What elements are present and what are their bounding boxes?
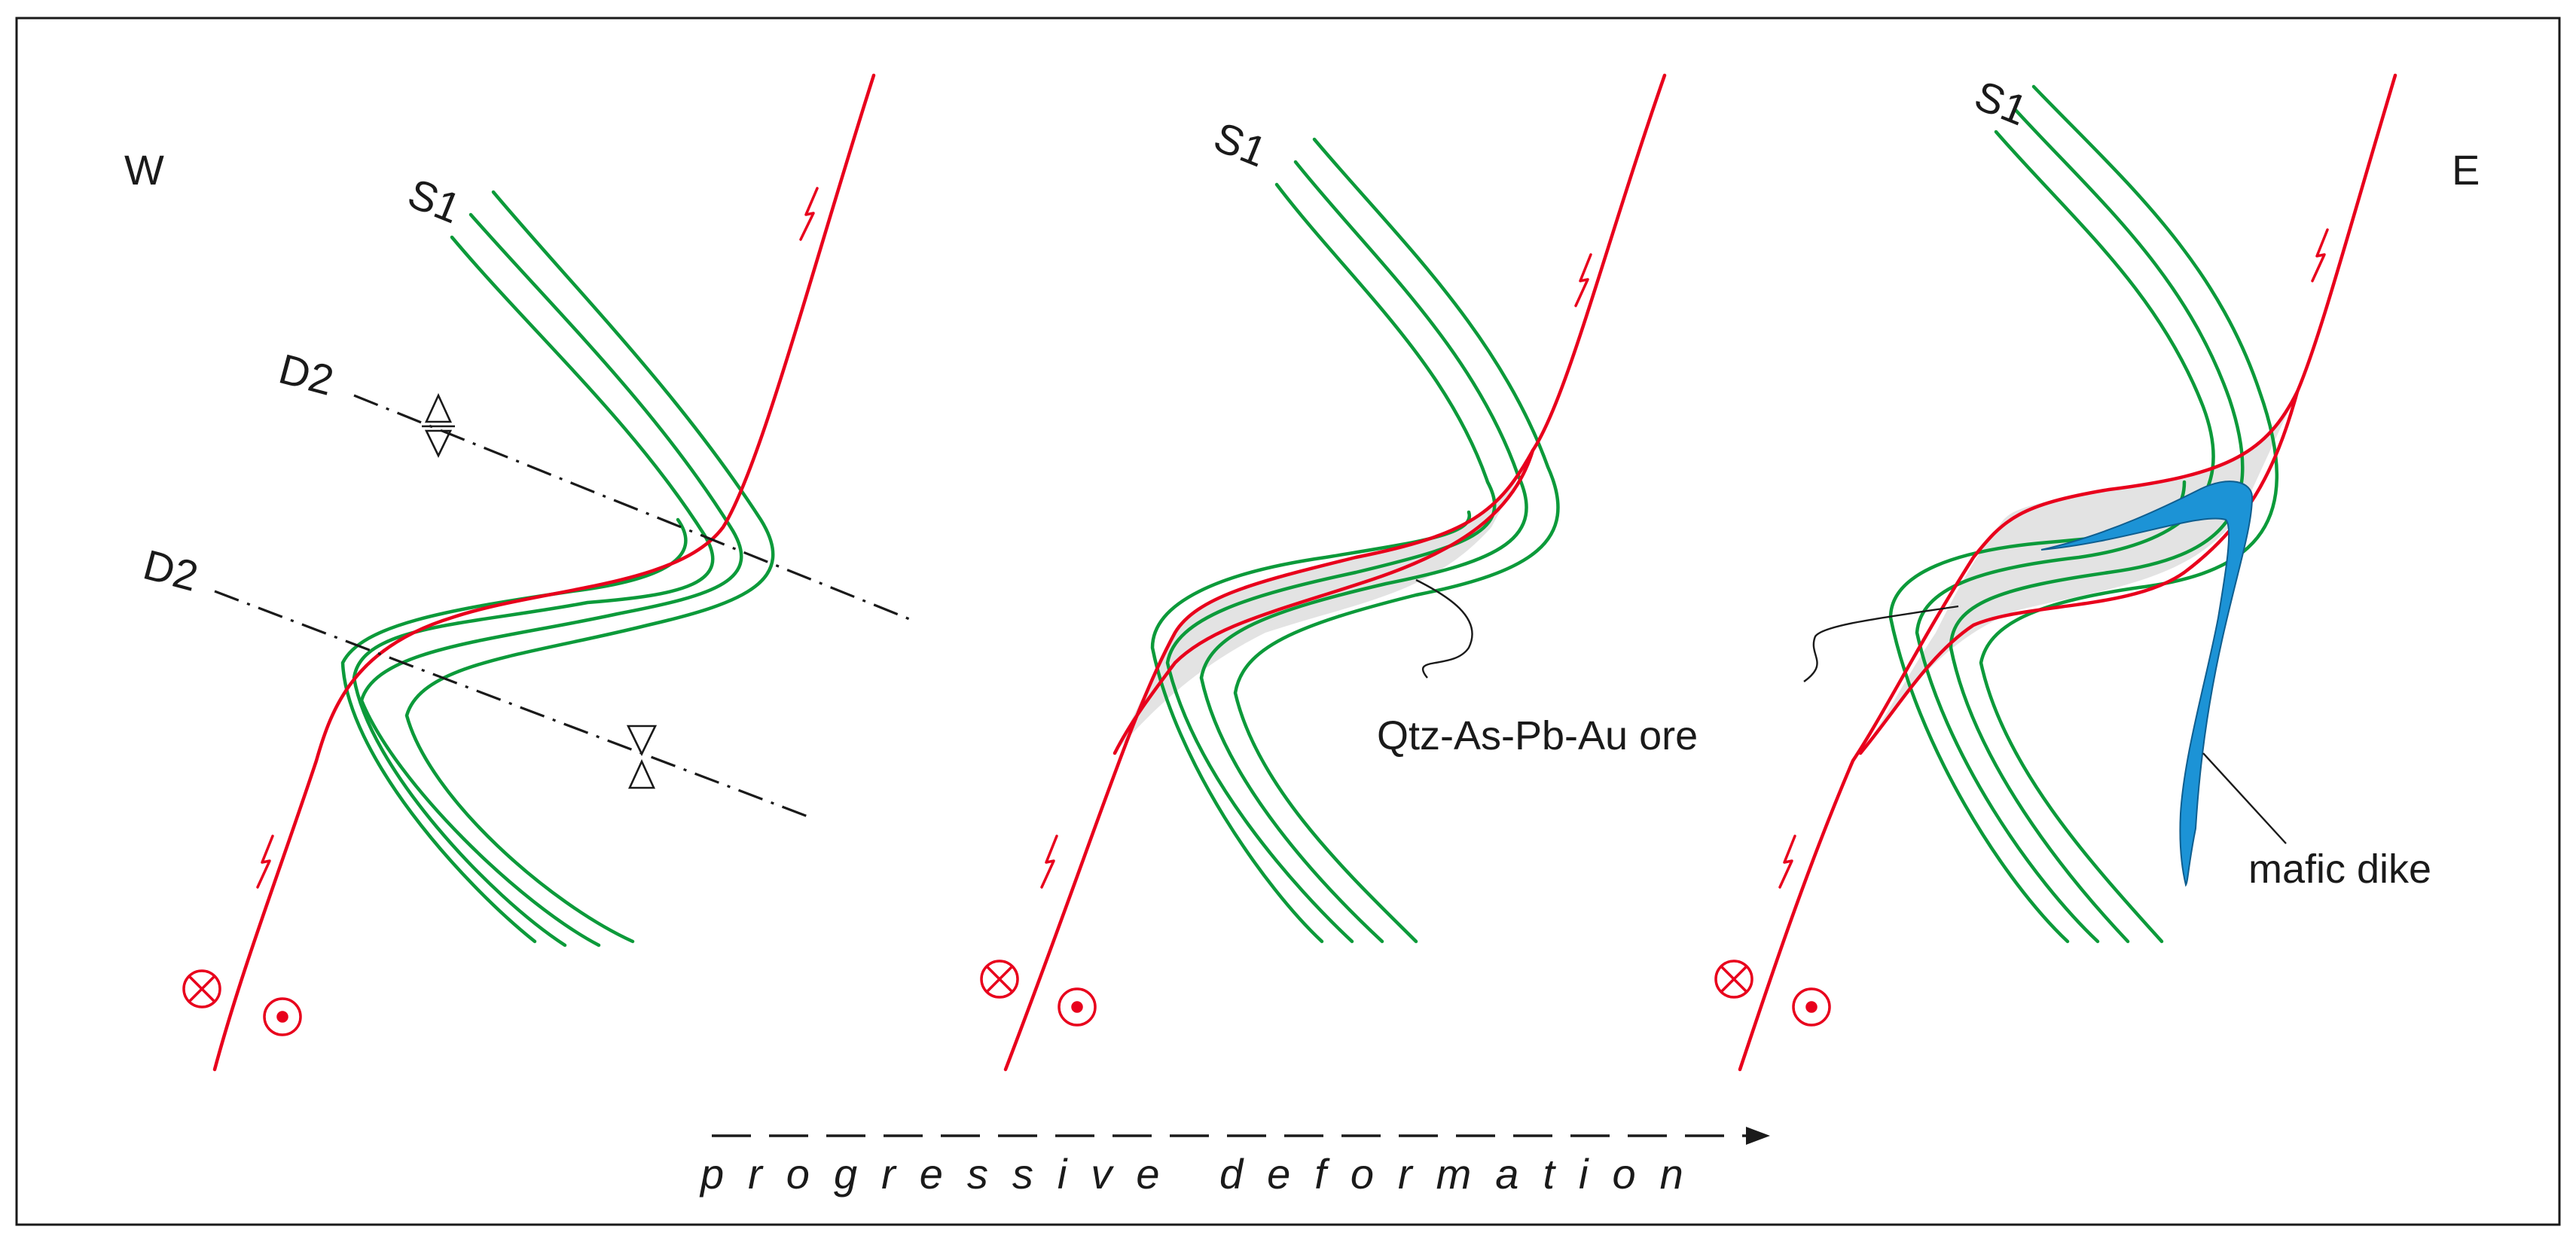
panel-1 (182, 73, 916, 1072)
fault-sense-arrow-2a (1574, 253, 1592, 307)
into-page-symbol-2 (980, 960, 1019, 999)
west-label: W (124, 146, 164, 194)
s1-foliation-panel-2 (1150, 137, 1560, 944)
d2-axial-trace-upper (353, 394, 916, 623)
fault-sense-arrow-3b (1778, 835, 1796, 889)
fault-panel-2-lower (1113, 448, 1535, 755)
s1-label-panel-3: S1 (1968, 71, 2034, 134)
fault-panel-2 (1003, 73, 1667, 1072)
mafic-dike-label: mafic dike (2248, 847, 2431, 892)
panel-3 (1714, 73, 2397, 1072)
ore-label: Qtz-As-Pb-Au ore (1377, 713, 1698, 758)
antiform-symbol (422, 392, 455, 458)
fault-sense-arrow-3a (2311, 228, 2329, 282)
progression-arrowhead-icon (1746, 1127, 1770, 1145)
fault-panel-3 (1738, 73, 2397, 1072)
progression-label: progressive deformation (699, 1150, 1708, 1198)
fault-sense-arrow-1a (799, 187, 819, 241)
d2-axial-trace-lower (214, 590, 810, 819)
panel-2 (980, 73, 1667, 1072)
fault-panel-3-lower (1858, 389, 2300, 755)
ore-body-panel-3 (1860, 392, 2297, 753)
synform-symbol (626, 725, 658, 789)
fault-sense-arrow-2b (1040, 835, 1058, 889)
d2-label-lower: D2 (139, 540, 203, 600)
fault-panel-1 (212, 73, 876, 1072)
s1-label-panel-2: S1 (1207, 112, 1273, 175)
into-page-symbol-1 (182, 969, 221, 1008)
ore-leader-panel-2 (1415, 578, 1473, 679)
s1-foliation-panel-1 (340, 190, 775, 947)
out-of-page-symbol-2 (1058, 987, 1097, 1027)
ore-leader-panel-3 (1803, 605, 1959, 682)
mafic-dike (2040, 481, 2254, 887)
figure-frame (15, 17, 2561, 1226)
ore-body-panel-2 (1115, 450, 1533, 753)
dike-leader (2202, 752, 2287, 844)
out-of-page-symbol-1 (263, 997, 302, 1036)
s1-label-panel-1: S1 (401, 169, 467, 232)
d2-label-upper: D2 (274, 344, 338, 404)
into-page-symbol-3 (1714, 960, 1753, 999)
out-of-page-symbol-3 (1792, 987, 1831, 1027)
east-label: E (2452, 146, 2480, 194)
fault-sense-arrow-1b (256, 835, 274, 889)
